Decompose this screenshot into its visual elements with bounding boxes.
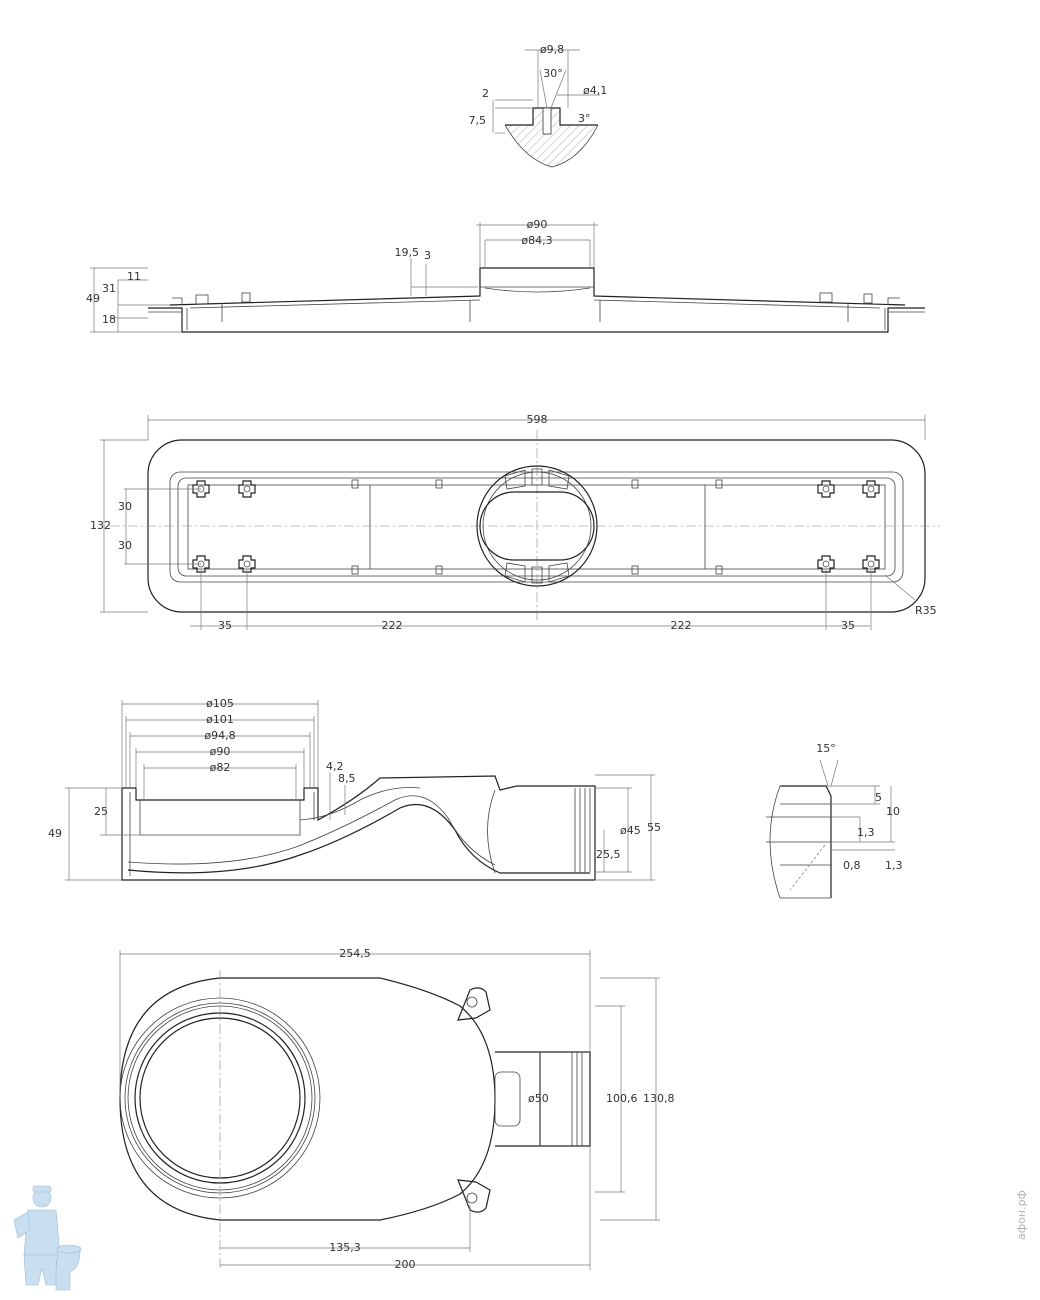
detail-top-view: ø9,8 30° ø4,1 2 7,5 3° bbox=[469, 43, 607, 168]
side-h1: 19,5 bbox=[395, 246, 420, 259]
detail-top-angle1: 30° bbox=[543, 67, 563, 80]
section-h-total: 49 bbox=[48, 827, 62, 840]
top-length: 598 bbox=[527, 413, 548, 426]
section-d2: ø101 bbox=[206, 713, 234, 726]
side-h-b: 11 bbox=[127, 270, 141, 283]
detail-right-h3: 1,3 bbox=[857, 826, 875, 839]
section-d1: ø105 bbox=[206, 697, 234, 710]
section-height: 55 bbox=[647, 821, 661, 834]
section-d5: ø82 bbox=[210, 761, 231, 774]
watermark-text: афон.рф bbox=[1015, 1190, 1028, 1240]
section-d3: ø94,8 bbox=[204, 729, 235, 742]
bottom-w2: 130,8 bbox=[643, 1092, 675, 1105]
side-h2: 3 bbox=[424, 249, 431, 262]
detail-right-angle: 15° bbox=[816, 742, 836, 755]
side-d2: ø84,3 bbox=[521, 234, 552, 247]
section-outlet: ø45 bbox=[620, 824, 641, 837]
top-span-right: 222 bbox=[671, 619, 692, 632]
side-h-c: 18 bbox=[102, 313, 116, 326]
detail-top-angle2: 3° bbox=[578, 112, 591, 125]
detail-right-view: 15° 5 10 1,3 0,8 1,3 bbox=[766, 742, 903, 899]
top-width: 132 bbox=[90, 519, 111, 532]
top-radius: R35 bbox=[915, 604, 937, 617]
side-h-total: 49 bbox=[86, 292, 100, 305]
bottom-w1: 100,6 bbox=[606, 1092, 638, 1105]
section-h-upper: 25 bbox=[94, 805, 108, 818]
side-h-a: 31 bbox=[102, 282, 116, 295]
section-view: ø105 ø101 ø94,8 ø90 ø82 4,2 8,5 49 25 ø4… bbox=[48, 697, 661, 881]
top-span-left: 222 bbox=[382, 619, 403, 632]
top-half-b: 30 bbox=[118, 539, 132, 552]
side-view: ø90 ø84,3 19,5 3 49 31 11 18 bbox=[86, 218, 925, 333]
section-t1: 4,2 bbox=[326, 760, 344, 773]
detail-right-h2: 10 bbox=[886, 805, 900, 818]
bottom-l1: 135,3 bbox=[329, 1241, 361, 1254]
section-t2: 8,5 bbox=[338, 772, 356, 785]
side-d1: ø90 bbox=[527, 218, 548, 231]
mounting-lugs bbox=[192, 480, 880, 573]
detail-right-h4: 0,8 bbox=[843, 859, 861, 872]
top-edge-left: 35 bbox=[218, 619, 232, 632]
section-d4: ø90 bbox=[210, 745, 231, 758]
bottom-length: 254,5 bbox=[339, 947, 371, 960]
mascot-plumber-logo bbox=[13, 1185, 82, 1291]
detail-top-d1: ø9,8 bbox=[540, 43, 564, 56]
bottom-outlet: ø50 bbox=[528, 1092, 549, 1105]
top-half-a: 30 bbox=[118, 500, 132, 513]
bottom-view: 254,5 ø50 100,6 130,8 135,3 200 bbox=[119, 947, 675, 1271]
section-outlet-h: 25,5 bbox=[596, 848, 621, 861]
detail-top-h2: 7,5 bbox=[469, 114, 487, 127]
detail-top-d2: ø4,1 bbox=[583, 84, 607, 97]
top-view: 598 132 30 30 35 222 222 35 R35 bbox=[90, 413, 940, 632]
top-edge-right: 35 bbox=[841, 619, 855, 632]
detail-top-h1: 2 bbox=[482, 87, 489, 100]
detail-right-h1: 5 bbox=[875, 791, 882, 804]
detail-right-h5: 1,3 bbox=[885, 859, 903, 872]
bottom-l2: 200 bbox=[395, 1258, 416, 1271]
